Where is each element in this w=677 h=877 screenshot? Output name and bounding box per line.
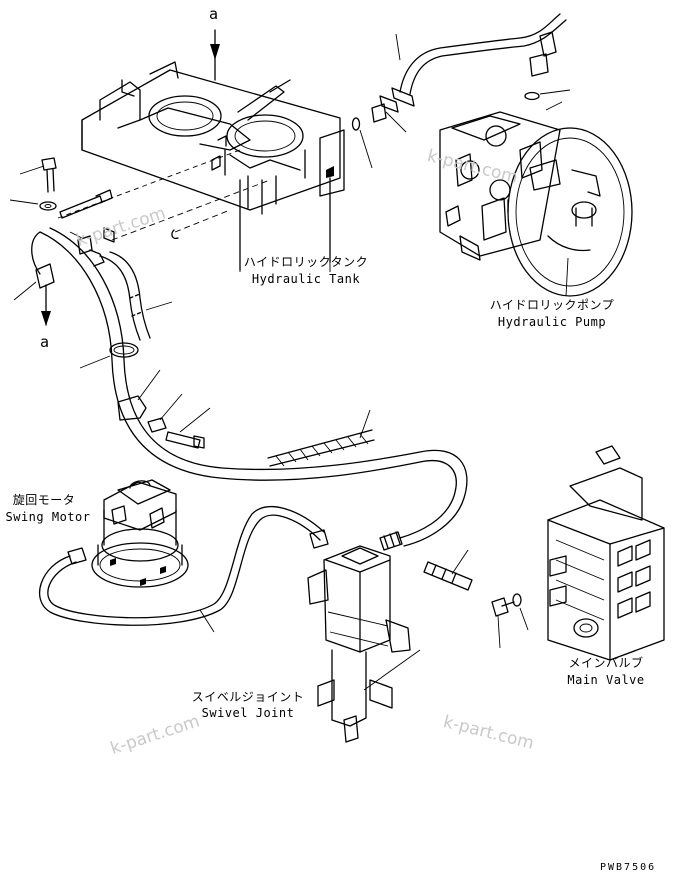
- hydraulic-tank: [57, 61, 345, 271]
- plug-fitting: [103, 227, 115, 243]
- main-valve-label-en: Main Valve: [567, 673, 645, 687]
- reference-arrow-bottom: [41, 284, 51, 326]
- tube-fitting: [59, 189, 113, 219]
- hydraulic-pump-label-jp: ハイドロリックポンプ: [489, 298, 615, 312]
- connector: [69, 231, 105, 267]
- clamp: [13, 231, 55, 301]
- protector-wrap: [267, 409, 375, 467]
- drawing-code: PWB7506: [600, 862, 657, 873]
- bolt: [19, 157, 57, 193]
- hydraulic-pump-label-en: Hydraulic Pump: [497, 315, 607, 329]
- pump-fitting: [371, 103, 407, 133]
- drain-hose: [39, 227, 468, 547]
- main-valve: [547, 445, 665, 661]
- pump-o-ring: [351, 89, 571, 169]
- main-valve-label-jp: メインバルブ: [568, 656, 644, 670]
- hydraulic-pump: [439, 101, 633, 297]
- hydraulic-tank-label-jp: ハイドロリックタンク: [243, 255, 369, 269]
- swing-motor-label-jp: 旋回モータ: [12, 493, 76, 507]
- swivel-joint-label-en: Swivel Joint: [201, 706, 295, 720]
- hose-tank-connector: [99, 251, 173, 341]
- swivel-joint: [307, 545, 411, 743]
- washer: [9, 199, 57, 211]
- pump-delivery-pipe: [379, 13, 567, 113]
- reference-arrow-top: [210, 29, 220, 81]
- hydraulic-tank-label-en: Hydraulic Tank: [251, 272, 361, 286]
- adapter-hose: [423, 549, 473, 591]
- swing-motor: [91, 479, 189, 588]
- o-ring: [512, 593, 529, 631]
- swing-motor-label-en: Swing Motor: [5, 510, 91, 524]
- elbow-fitting: [491, 597, 515, 649]
- label-leaders: [239, 257, 569, 691]
- hose-clamp: [79, 342, 139, 369]
- hose-end-fitting: [379, 531, 403, 551]
- swivel-joint-label-jp: スイベルジョイント: [191, 690, 305, 704]
- bolt-lower: [165, 407, 211, 449]
- swing-motor-hose: [39, 506, 329, 633]
- reference-letter-bottom: a: [40, 333, 50, 351]
- bracket: [117, 369, 161, 421]
- plate: [147, 393, 183, 433]
- reference-letter-top: a: [209, 5, 219, 23]
